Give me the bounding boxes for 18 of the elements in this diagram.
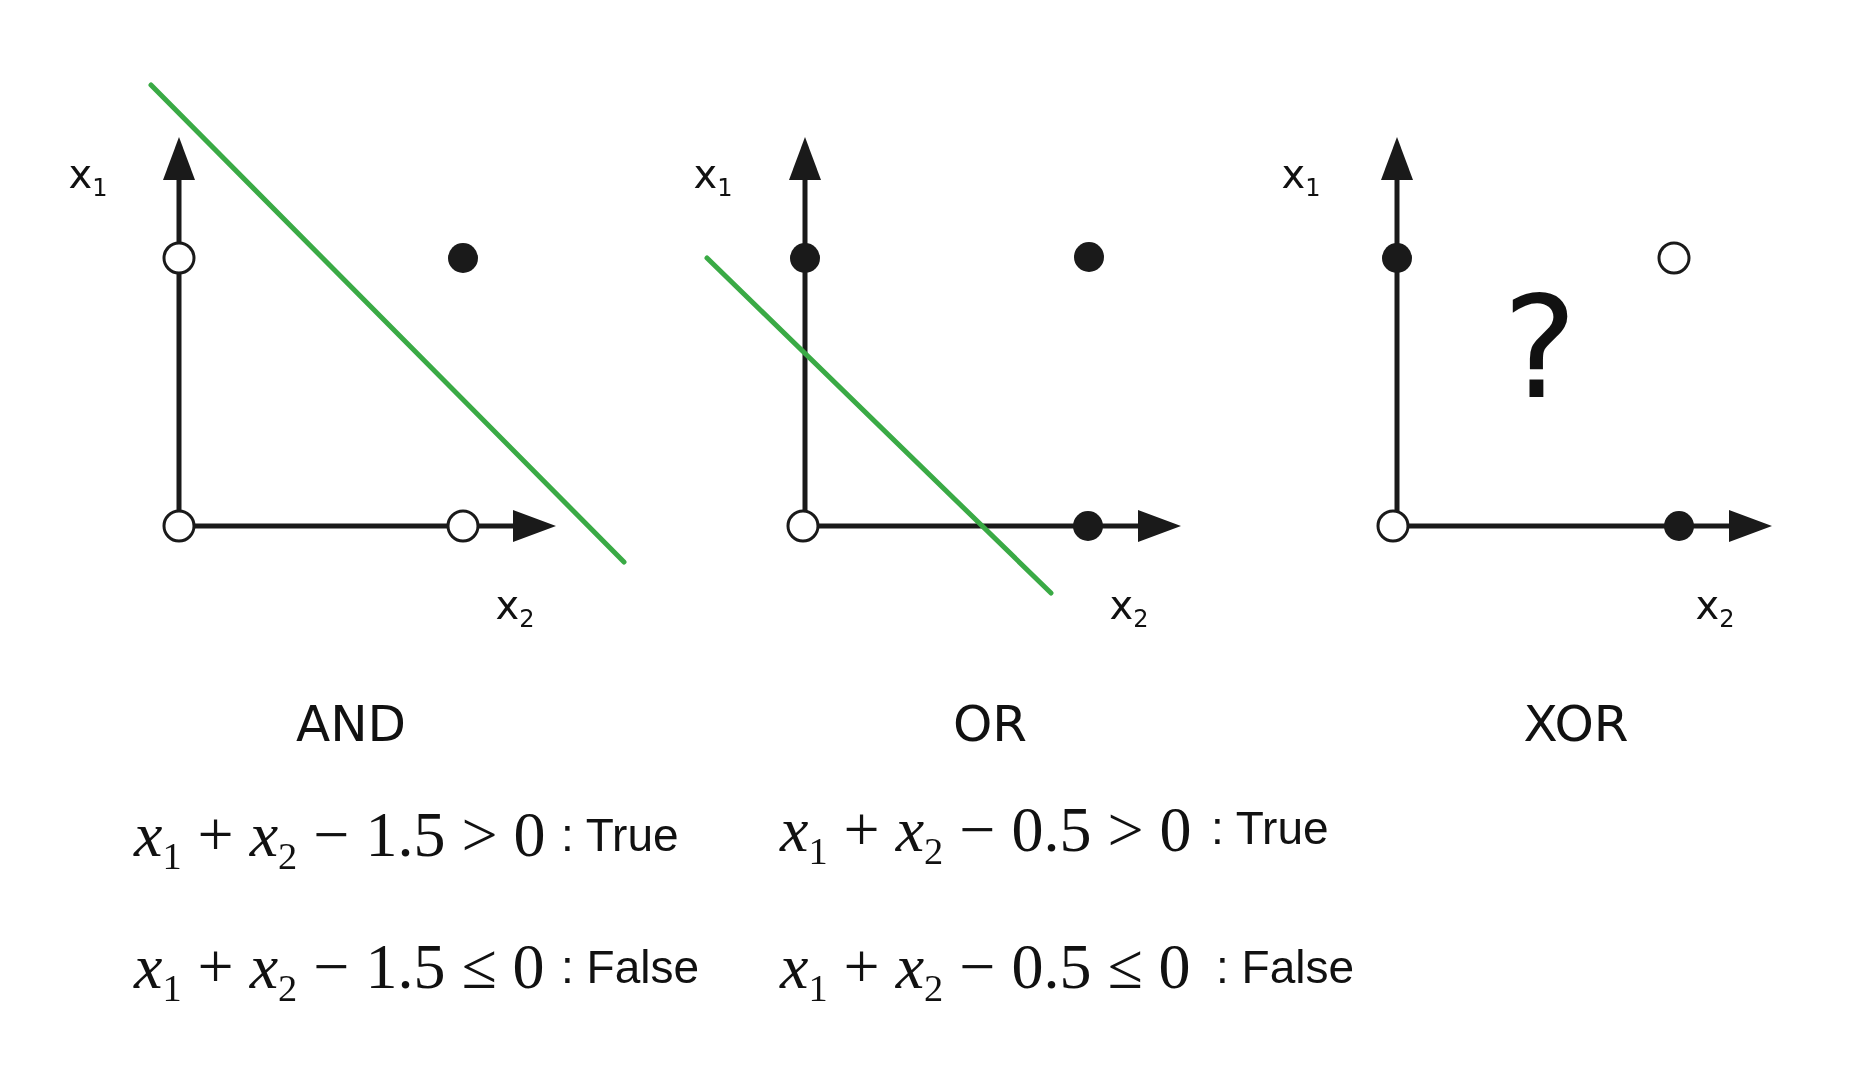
question-mark: ? <box>1502 279 1578 419</box>
axis-label: x$_{2}$ <box>1109 585 1149 625</box>
panel-title: OR <box>952 699 1028 749</box>
result-label: : True <box>1211 805 1329 851</box>
panel-title: AND <box>295 699 407 749</box>
axis-label: x$_{1}$ <box>1281 154 1321 194</box>
inequality-equation: x$_{1}$ + x$_{2}$ − 0.5 ≤ 0 <box>780 935 1191 999</box>
axis-label: x$_{2}$ <box>495 585 535 625</box>
axis-label: x$_{1}$ <box>693 154 733 194</box>
inequality-equation: x$_{1}$ + x$_{2}$ − 1.5 > 0 <box>134 803 546 867</box>
axis-label: x$_{1}$ <box>68 154 108 194</box>
axis-label: x$_{2}$ <box>1695 585 1735 625</box>
result-label: : False <box>561 944 700 990</box>
panel-title: XOR <box>1523 699 1629 749</box>
result-label: : True <box>561 812 679 858</box>
result-label: : False <box>1216 944 1355 990</box>
inequality-equation: x$_{1}$ + x$_{2}$ − 0.5 > 0 <box>780 798 1192 862</box>
inequality-equation: x$_{1}$ + x$_{2}$ − 1.5 ≤ 0 <box>134 935 545 999</box>
